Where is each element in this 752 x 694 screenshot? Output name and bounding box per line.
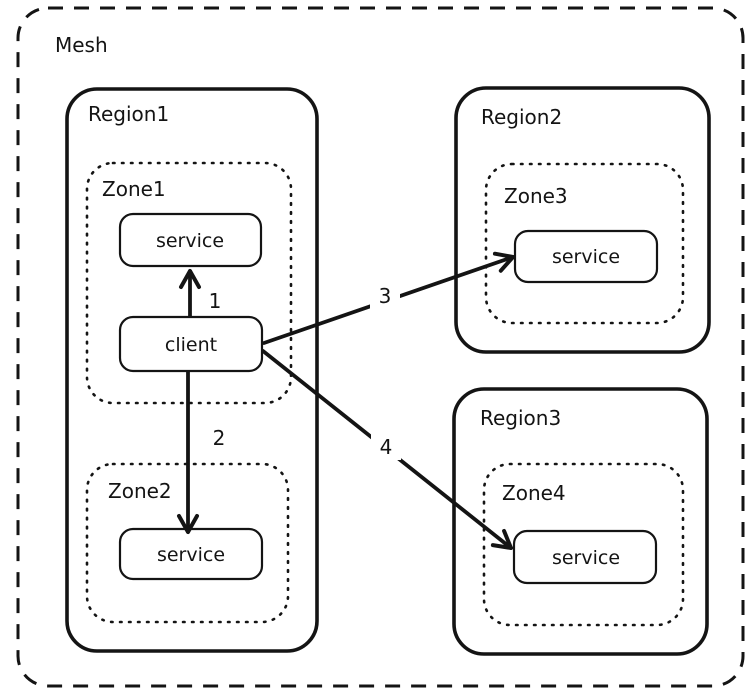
- edge-3-label-background: [370, 281, 400, 309]
- zone2-label: Zone2: [108, 479, 172, 503]
- zone3-service-label: service: [552, 246, 620, 268]
- region1-box: [65, 87, 319, 653]
- zone4-service-box: [512, 529, 658, 585]
- region3-box: [452, 387, 709, 656]
- region2-label: Region2: [481, 105, 562, 129]
- edge-2-label: 2: [213, 426, 226, 450]
- region3-label: Region3: [480, 406, 561, 430]
- region1-label: Region1: [88, 102, 169, 126]
- zone3-box: [484, 162, 685, 325]
- edge-4-label-background: [371, 432, 401, 460]
- region2-box: [454, 86, 711, 354]
- zone1-service-box: [118, 212, 263, 268]
- mesh-label: Mesh: [55, 33, 108, 57]
- zone2-service-label: service: [157, 544, 225, 566]
- edge-1-label: 1: [209, 289, 222, 313]
- zone3-service-box: [513, 229, 659, 284]
- client-label: client: [165, 334, 217, 356]
- zone3-label: Zone3: [504, 184, 568, 208]
- edge-3-label: 3: [379, 284, 392, 308]
- zone4-box: [482, 462, 685, 627]
- mesh-container-box: [16, 6, 745, 688]
- zone4-service-label: service: [552, 547, 620, 569]
- zone4-label: Zone4: [502, 481, 566, 505]
- edge-4-label: 4: [380, 435, 393, 459]
- zone1-service-label: service: [156, 230, 224, 252]
- zone1-label: Zone1: [102, 177, 166, 201]
